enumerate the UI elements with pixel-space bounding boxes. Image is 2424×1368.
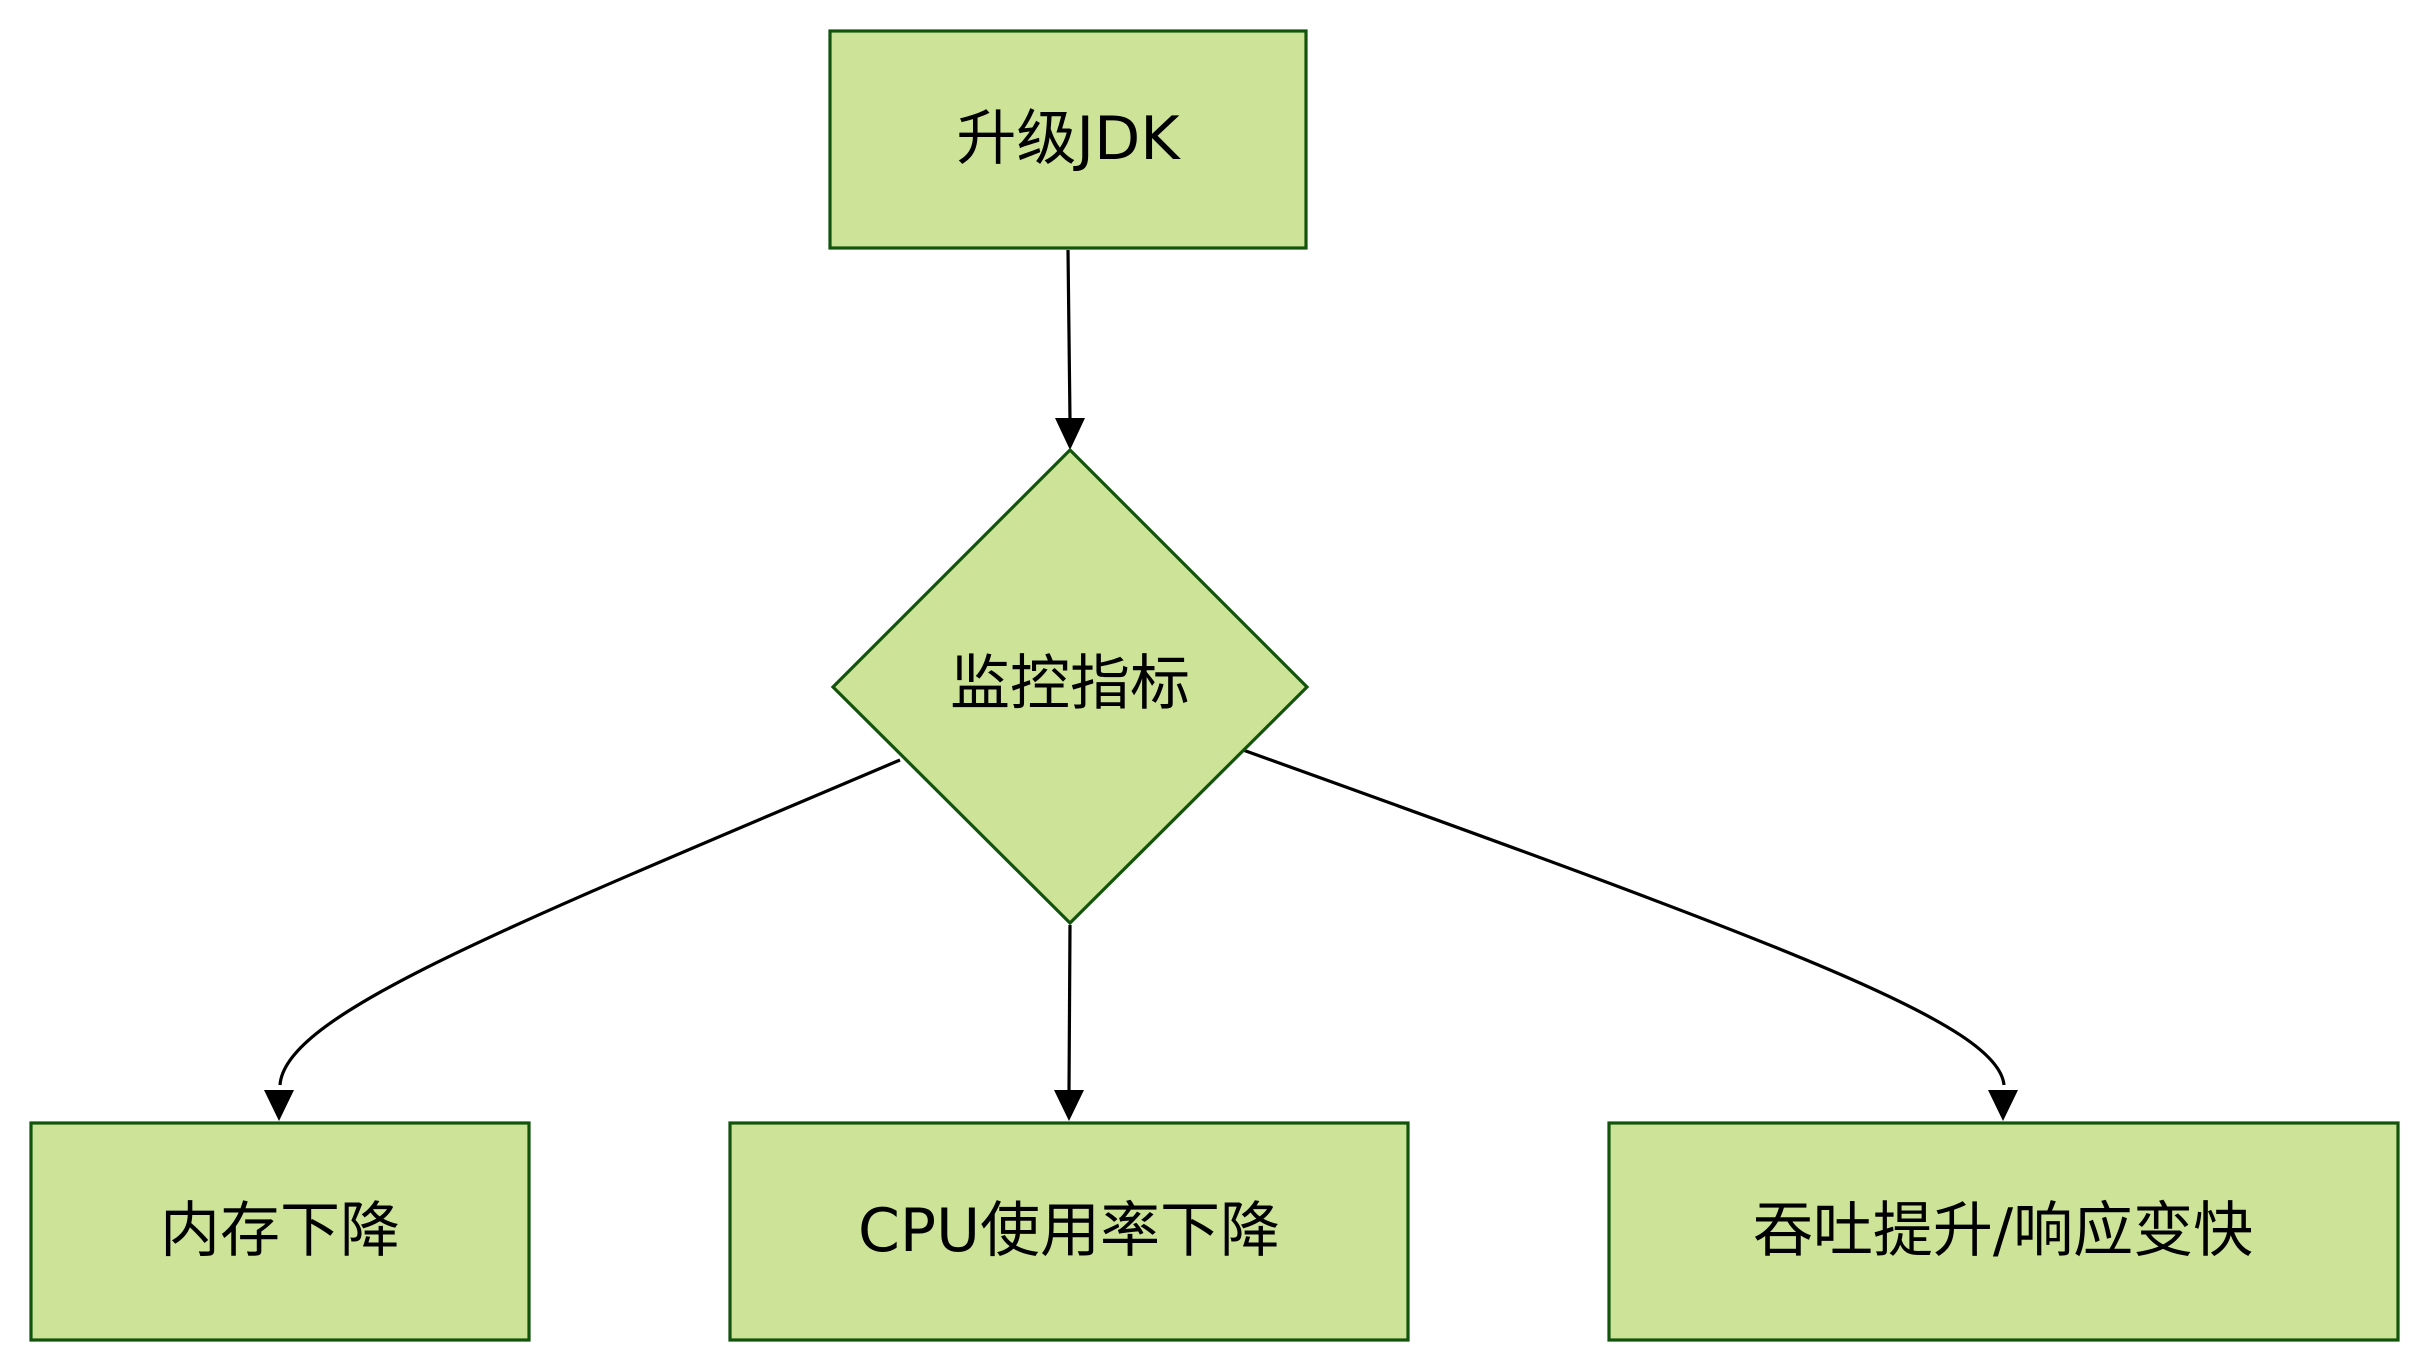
node-throughput-increase-label: 吞吐提升/响应变快 (1753, 1196, 2253, 1266)
edges (264, 249, 2018, 1121)
node-cpu-decrease[interactable]: CPU使用率下降 (728, 1121, 1410, 1342)
node-cpu-decrease-label: CPU使用率下降 (858, 1196, 1280, 1266)
node-memory-decrease-label: 内存下降 (160, 1196, 400, 1266)
edge-upgrade-to-monitor (1066, 249, 1072, 421)
arrowhead-throughput (1988, 1090, 2018, 1121)
edge-monitor-to-memory (278, 758, 901, 1086)
node-memory-decrease-box (29, 1121, 531, 1342)
node-throughput-increase-box (1607, 1121, 2400, 1342)
arrowhead-monitor (1055, 418, 1085, 450)
node-throughput-increase[interactable]: 吞吐提升/响应变快 (1607, 1121, 2400, 1342)
node-monitor-metrics-label: 监控指标 (950, 649, 1190, 719)
edge-monitor-to-cpu (1067, 924, 1072, 1093)
arrowhead-cpu (1054, 1090, 1084, 1121)
node-upgrade-jdk-box (828, 29, 1308, 250)
node-monitor-metrics[interactable]: 监控指标 (830, 447, 1310, 926)
node-upgrade-jdk[interactable]: 升级JDK (828, 29, 1308, 250)
edge-monitor-to-throughput (1242, 748, 2006, 1086)
node-memory-decrease[interactable]: 内存下降 (29, 1121, 531, 1342)
arrowhead-memory (264, 1090, 294, 1121)
node-monitor-metrics-diamond (830, 447, 1310, 926)
node-upgrade-jdk-label: 升级JDK (956, 104, 1181, 174)
node-cpu-decrease-box (728, 1121, 1410, 1342)
